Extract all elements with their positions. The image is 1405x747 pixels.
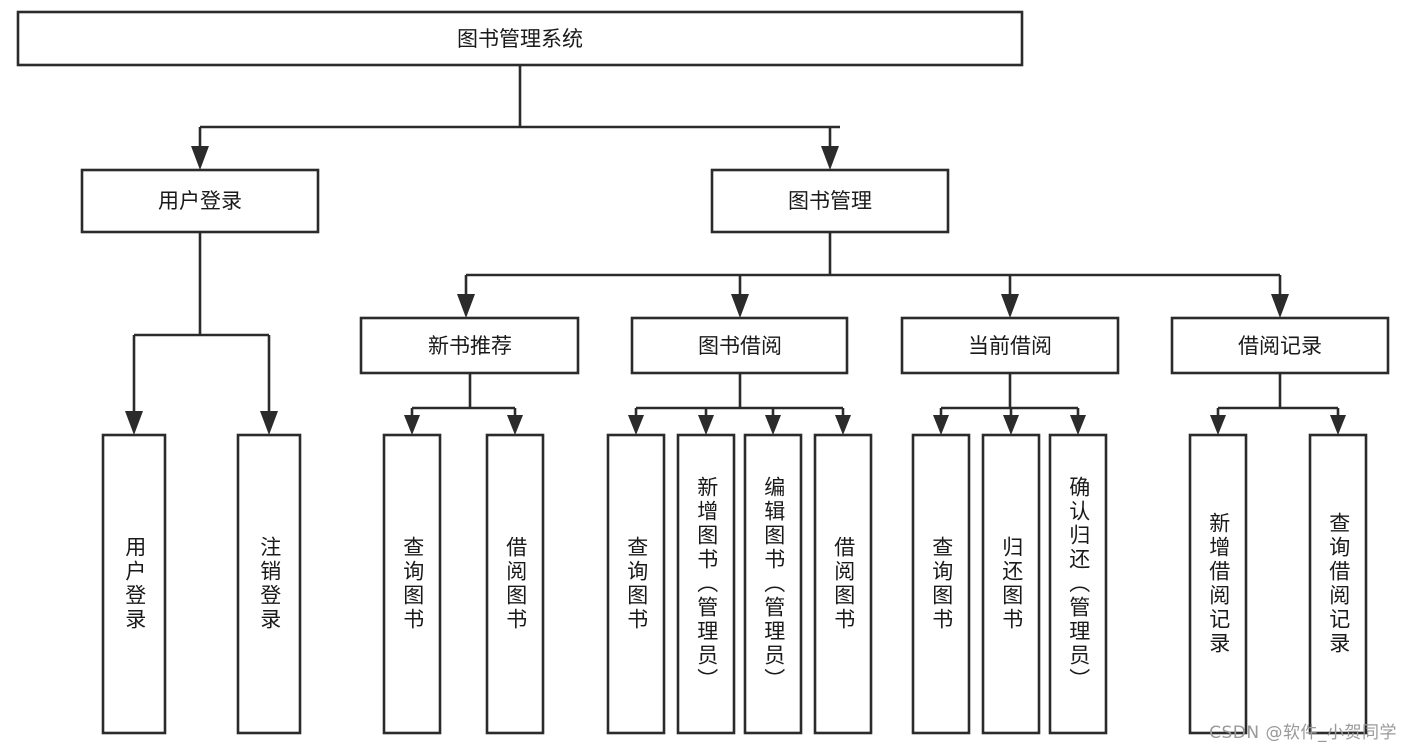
- node-current-borrow-box: [900, 316, 1120, 375]
- arrow-head-new-book-rec: [457, 294, 475, 318]
- arrow-head-user-login: [191, 146, 209, 170]
- node-borrow-record-label: 借阅记录: [1238, 334, 1322, 358]
- leaf-label-nbr-query-book: 查询图书: [400, 536, 425, 632]
- leaf-box-cb-confirm-return[interactable]: [1048, 433, 1108, 735]
- csdn-watermark: CSDN @软件_小贺同学: [1209, 723, 1397, 743]
- node-borrow-record[interactable]: 借阅记录: [1170, 316, 1390, 375]
- leaf-box-bb-query-book[interactable]: [606, 433, 666, 735]
- leaf-label-user-login: 用户登录: [122, 536, 147, 632]
- leaf-label-bb-query-book: 查询图书: [624, 536, 649, 632]
- node-book-borrow-box: [630, 316, 849, 375]
- connector-group-new-book-rec: [404, 373, 523, 435]
- node-book-management-label: 图书管理: [788, 189, 872, 213]
- leaf-label-cb-query-book: 查询图书: [929, 536, 954, 632]
- leaf-label-logout: 注销登录: [257, 536, 282, 632]
- node-user-login-label: 用户登录: [158, 189, 242, 213]
- arrow-head-leaf-logout: [260, 411, 278, 435]
- arrow-head-current-borrow: [1001, 294, 1019, 318]
- arrow-head-borrow-record: [1271, 294, 1289, 318]
- connector-group-book-borrow: [628, 373, 851, 435]
- connector-group-user-login: [125, 232, 278, 435]
- node-book-borrow[interactable]: 图书借阅: [630, 316, 849, 375]
- node-user-login[interactable]: 用户登录: [80, 168, 320, 234]
- node-book-management[interactable]: 图书管理: [710, 168, 950, 234]
- node-root-book-management-system[interactable]: 图书管理系统: [16, 10, 1024, 67]
- leaf-label-cb-return-book: 归还图书: [999, 536, 1024, 632]
- arrow-head-cb-confirm-return: [1070, 415, 1086, 435]
- node-user-login-box: [80, 168, 320, 234]
- node-new-book-recommend-label: 新书推荐: [428, 334, 512, 358]
- leaf-label-bb-add-book: 新增图书（管理员）: [694, 476, 719, 692]
- connector-group-book-mgmt: [457, 232, 1289, 318]
- leaf-label-cb-confirm-return: 确认归还（管理员）: [1066, 476, 1091, 692]
- leaf-box-nbr-query-book[interactable]: [382, 433, 442, 735]
- connector-group-root: [191, 65, 840, 170]
- arrow-head-br-query-record: [1330, 415, 1346, 435]
- leaf-label-nbr-borrow-book: 借阅图书: [503, 536, 528, 632]
- arrow-head-br-add-record: [1210, 415, 1226, 435]
- node-new-book-recommend[interactable]: 新书推荐: [359, 316, 580, 375]
- arrow-head-bb-borrow-book: [835, 415, 851, 435]
- node-book-management-box: [710, 168, 950, 234]
- arrow-head-nbr-query-book: [404, 415, 420, 435]
- arrow-head-bb-edit-book: [765, 415, 781, 435]
- leaf-box-nbr-borrow-book[interactable]: [485, 433, 545, 735]
- arrow-head-cb-query-book: [933, 415, 949, 435]
- leaf-box-bb-edit-book[interactable]: [743, 433, 803, 735]
- leaf-box-user-login[interactable]: [101, 433, 167, 735]
- arrow-head-bb-query-book: [628, 415, 644, 435]
- leaf-box-br-add-record[interactable]: [1188, 433, 1248, 735]
- arrow-head-leaf-user-login: [125, 411, 143, 435]
- leaf-box-logout[interactable]: [236, 433, 302, 735]
- leaf-box-bb-add-book[interactable]: [676, 433, 736, 735]
- connector-group-current-borrow: [933, 373, 1086, 435]
- leaf-box-cb-return-book[interactable]: [981, 433, 1041, 735]
- node-root-label: 图书管理系统: [457, 27, 583, 51]
- node-root-box: [16, 10, 1024, 67]
- node-current-borrow[interactable]: 当前借阅: [900, 316, 1120, 375]
- arrow-head-cb-return-book: [1003, 415, 1019, 435]
- node-borrow-record-box: [1170, 316, 1390, 375]
- leaf-label-br-query-record: 查询借阅记录: [1326, 512, 1351, 656]
- leaf-label-bb-borrow-book: 借阅图书: [831, 536, 856, 632]
- arrow-head-book-mgmt: [821, 146, 839, 170]
- node-book-borrow-label: 图书借阅: [698, 334, 782, 358]
- leaf-box-br-query-record[interactable]: [1308, 433, 1368, 735]
- leaf-box-cb-query-book[interactable]: [911, 433, 971, 735]
- leaf-label-bb-edit-book: 编辑图书（管理员）: [761, 476, 786, 692]
- arrow-head-nbr-borrow-book: [507, 415, 523, 435]
- arrow-head-bb-add-book: [698, 415, 714, 435]
- node-new-book-recommend-box: [359, 316, 580, 375]
- leaf-box-group: [101, 433, 1368, 735]
- node-current-borrow-label: 当前借阅: [968, 334, 1052, 358]
- leaf-label-br-add-record: 新增借阅记录: [1206, 512, 1231, 656]
- connector-group-borrow-record: [1210, 373, 1346, 435]
- arrow-head-book-borrow: [731, 294, 749, 318]
- leaf-box-bb-borrow-book[interactable]: [813, 433, 873, 735]
